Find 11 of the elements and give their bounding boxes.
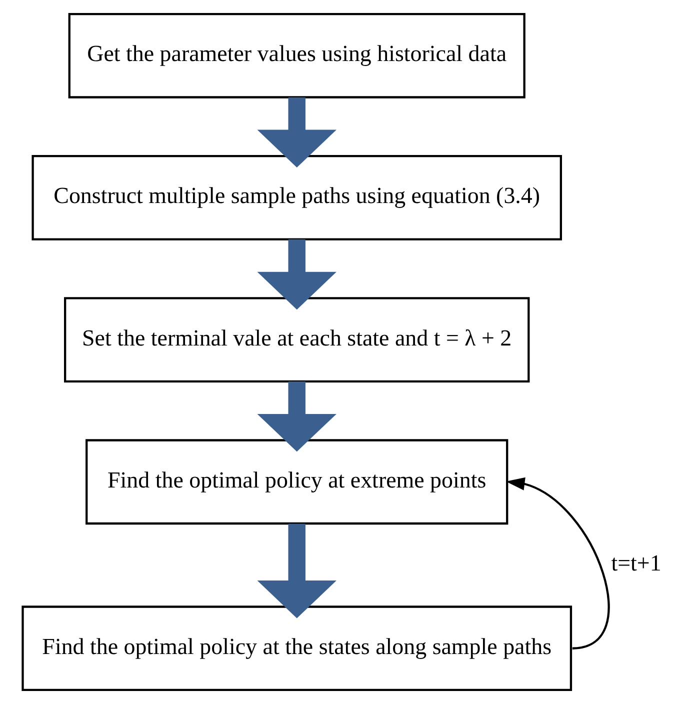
node-box: Construct multiple sample paths using equation (3.4) — [31, 155, 562, 240]
node-box: Set the terminal vale at each state and t = λ + 2 — [64, 297, 530, 382]
node-box: Find the optimal policy at extreme points — [85, 439, 508, 525]
arrow — [256, 382, 336, 452]
arrow — [256, 524, 336, 618]
arrow — [506, 477, 610, 650]
node-box: Find the optimal policy at the states along sample paths — [21, 606, 572, 692]
node-box: Get the parameter values using historical data — [68, 12, 525, 98]
arrow — [256, 97, 336, 168]
edge-label: t=t+1 — [610, 550, 661, 576]
arrow — [256, 239, 336, 310]
